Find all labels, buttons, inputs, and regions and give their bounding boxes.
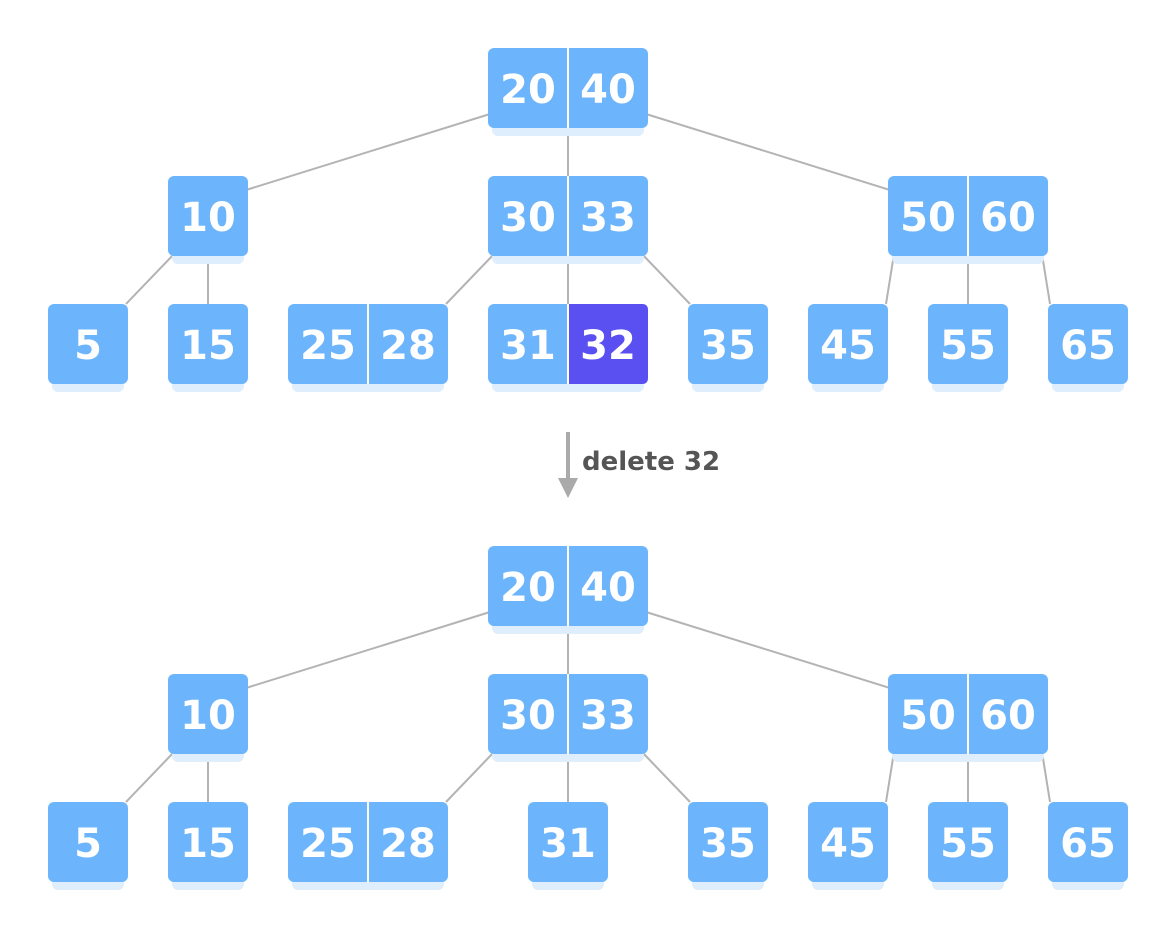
- highlighted-key-cell: [568, 304, 648, 384]
- down-arrow-icon: [558, 432, 578, 498]
- tree-edge: [885, 751, 895, 803]
- tree-edge: [641, 253, 691, 305]
- node-key: 31: [500, 323, 556, 369]
- btree-node: 31 32: [488, 304, 648, 392]
- node-key: 20: [500, 565, 556, 611]
- tree-edge: [645, 113, 891, 191]
- node-key: 35: [700, 821, 756, 867]
- btree-node: 65: [1048, 802, 1128, 890]
- node-key: 55: [940, 821, 996, 867]
- node-key: 5: [74, 821, 102, 867]
- node-key: 40: [580, 67, 636, 113]
- tree-edge: [445, 751, 495, 803]
- btree-node: 55: [928, 304, 1008, 392]
- node-key: 30: [500, 693, 556, 739]
- node-body: [168, 176, 248, 256]
- tree-edge: [245, 611, 491, 689]
- btree-node: 35: [688, 802, 768, 890]
- node-key: 45: [820, 323, 876, 369]
- node-body: [168, 802, 248, 882]
- node-body: [528, 802, 608, 882]
- tree-edge: [125, 253, 175, 305]
- node-body: [168, 304, 248, 384]
- node-body: [48, 802, 128, 882]
- node-body: [928, 802, 1008, 882]
- node-body: [168, 674, 248, 754]
- node-body: [688, 802, 768, 882]
- btree-node: 10: [168, 176, 248, 264]
- node-key: 50: [900, 693, 956, 739]
- btree-node: 5: [48, 802, 128, 890]
- node-key: 65: [1060, 821, 1116, 867]
- node-key: 35: [700, 323, 756, 369]
- edges: [125, 113, 1051, 305]
- tree-edge: [245, 113, 491, 191]
- node-key: 31: [540, 821, 596, 867]
- node-key: 20: [500, 67, 556, 113]
- btree-node: 45: [808, 304, 888, 392]
- node-key: 32: [580, 323, 636, 369]
- node-key: 5: [74, 323, 102, 369]
- node-key: 65: [1060, 323, 1116, 369]
- btree-node: 30 33: [488, 176, 648, 264]
- btree-node: 55: [928, 802, 1008, 890]
- node-key: 10: [180, 195, 236, 241]
- btree-node: 15: [168, 802, 248, 890]
- node-key: 30: [500, 195, 556, 241]
- operation-indicator: delete 32: [558, 432, 720, 498]
- node-key: 40: [580, 565, 636, 611]
- node-key: 55: [940, 323, 996, 369]
- tree-edge: [641, 751, 691, 803]
- btree-node: 45: [808, 802, 888, 890]
- btree-node: 35: [688, 304, 768, 392]
- btree-node: 25 28: [288, 304, 448, 392]
- node-key: 28: [380, 323, 436, 369]
- node-key: 50: [900, 195, 956, 241]
- tree-edge: [445, 253, 495, 305]
- node-key: 15: [180, 323, 236, 369]
- btree-node: 31: [528, 802, 608, 890]
- btree-node: 65: [1048, 304, 1128, 392]
- btree-node: 15: [168, 304, 248, 392]
- node-body: [808, 304, 888, 384]
- btree-node: 10: [168, 674, 248, 762]
- tree-edge: [125, 751, 175, 803]
- btree-node: 30 33: [488, 674, 648, 762]
- btree-node: 50 60: [888, 176, 1048, 264]
- node-body: [1048, 802, 1128, 882]
- node-key: 45: [820, 821, 876, 867]
- node-key: 25: [300, 323, 356, 369]
- node-key: 15: [180, 821, 236, 867]
- node-key: 10: [180, 693, 236, 739]
- node-key: 25: [300, 821, 356, 867]
- node-key: 60: [980, 693, 1036, 739]
- node-body: [1048, 304, 1128, 384]
- node-body: [808, 802, 888, 882]
- tree-edge: [1041, 751, 1051, 803]
- node-body: [688, 304, 768, 384]
- btree-node: 25 28: [288, 802, 448, 890]
- btree-node: 5: [48, 304, 128, 392]
- node-key: 60: [980, 195, 1036, 241]
- tree-edge: [1041, 253, 1051, 305]
- btree-node: 50 60: [888, 674, 1048, 762]
- node-key: 33: [580, 693, 636, 739]
- tree-edge: [885, 253, 895, 305]
- node-key: 28: [380, 821, 436, 867]
- node-body: [48, 304, 128, 384]
- operation-label: delete 32: [582, 447, 720, 477]
- node-key: 33: [580, 195, 636, 241]
- node-body: [928, 304, 1008, 384]
- tree-edge: [645, 611, 891, 689]
